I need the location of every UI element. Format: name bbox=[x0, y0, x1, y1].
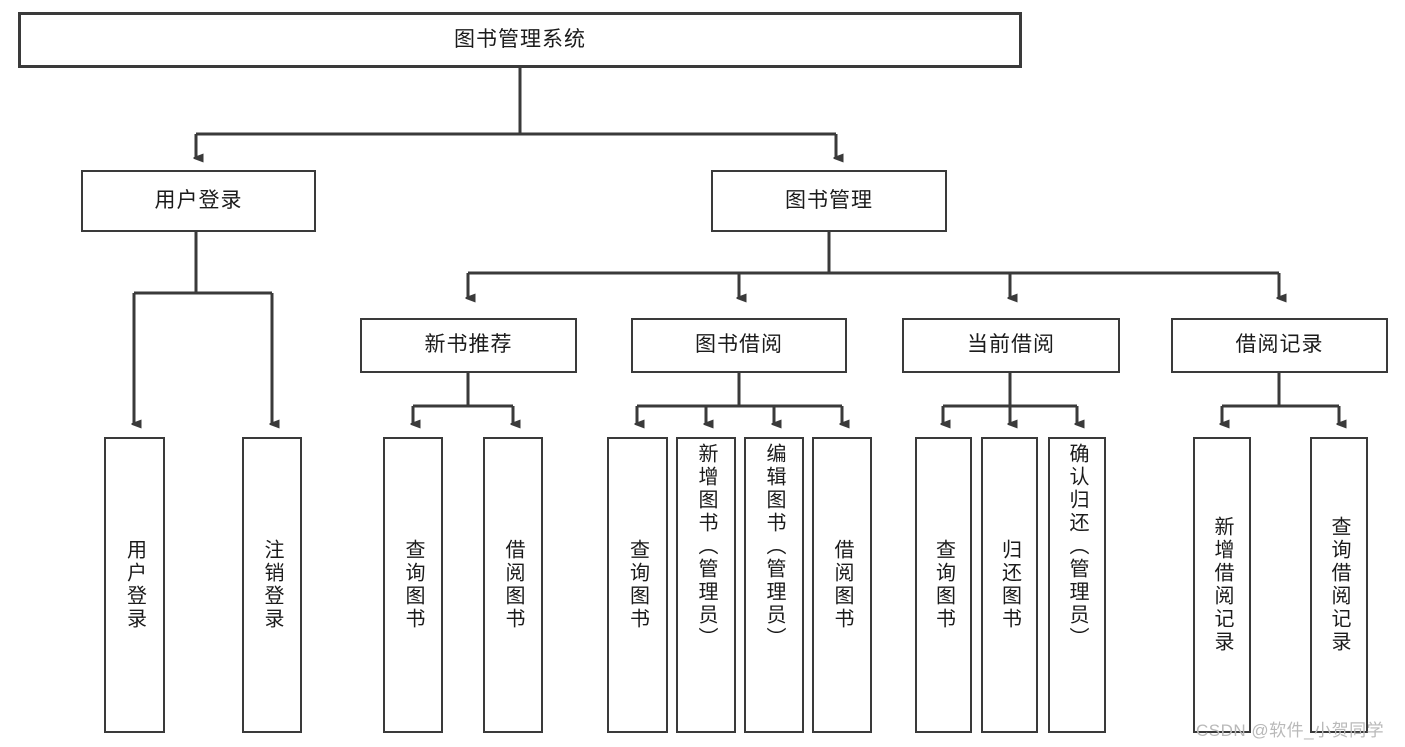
leaf-borrow-book[interactable]: 借阅图书 bbox=[812, 437, 872, 733]
leaf-query-book-recommend[interactable]: 查询图书 bbox=[383, 437, 443, 733]
node-label: 查询图书 bbox=[402, 539, 424, 631]
leaf-confirm-return-admin[interactable]: 确认归还（管理员） bbox=[1048, 437, 1106, 733]
node-label: 图书借阅 bbox=[695, 333, 783, 357]
node-book-borrow[interactable]: 图书借阅 bbox=[631, 318, 847, 373]
node-label: 用户登录 bbox=[123, 539, 146, 631]
node-root-system[interactable]: 图书管理系统 bbox=[18, 12, 1022, 68]
node-label: 新增借阅记录 bbox=[1211, 516, 1233, 654]
node-label: 用户登录 bbox=[154, 188, 243, 212]
csdn-watermark: CSDN @软件_小贺同学 bbox=[1196, 721, 1385, 740]
node-label: 注销登录 bbox=[261, 539, 283, 631]
node-label: 查询图书 bbox=[932, 539, 955, 631]
leaf-logout[interactable]: 注销登录 bbox=[242, 437, 302, 733]
node-label: 借阅记录 bbox=[1235, 333, 1324, 357]
node-label: 新增图书（管理员） bbox=[695, 443, 717, 650]
node-label: 确认归还（管理员） bbox=[1066, 443, 1088, 650]
node-label: 归还图书 bbox=[998, 539, 1021, 631]
node-label: 查询图书 bbox=[626, 539, 649, 631]
leaf-add-book-admin[interactable]: 新增图书（管理员） bbox=[676, 437, 736, 733]
node-label: 当前借阅 bbox=[967, 333, 1055, 357]
node-current-borrow[interactable]: 当前借阅 bbox=[902, 318, 1120, 373]
node-label: 借阅图书 bbox=[831, 539, 853, 631]
node-new-book-recommend[interactable]: 新书推荐 bbox=[360, 318, 577, 373]
node-label: 图书管理 bbox=[785, 188, 873, 212]
node-label: 查询借阅记录 bbox=[1328, 516, 1350, 654]
leaf-return-book[interactable]: 归还图书 bbox=[981, 437, 1038, 733]
leaf-query-book-current[interactable]: 查询图书 bbox=[915, 437, 972, 733]
leaf-borrow-book-recommend[interactable]: 借阅图书 bbox=[483, 437, 543, 733]
node-label: 借阅图书 bbox=[502, 539, 524, 631]
leaf-user-login[interactable]: 用户登录 bbox=[104, 437, 165, 733]
leaf-query-book-borrow[interactable]: 查询图书 bbox=[607, 437, 668, 733]
node-user-login[interactable]: 用户登录 bbox=[81, 170, 316, 232]
leaf-add-borrow-record[interactable]: 新增借阅记录 bbox=[1193, 437, 1251, 733]
node-label: 图书管理系统 bbox=[454, 27, 586, 51]
leaf-edit-book-admin[interactable]: 编辑图书（管理员） bbox=[744, 437, 804, 733]
node-label: 编辑图书（管理员） bbox=[763, 443, 785, 650]
leaf-query-borrow-record[interactable]: 查询借阅记录 bbox=[1310, 437, 1368, 733]
node-label: 新书推荐 bbox=[424, 333, 513, 357]
node-book-management[interactable]: 图书管理 bbox=[711, 170, 947, 232]
node-borrow-record[interactable]: 借阅记录 bbox=[1171, 318, 1388, 373]
